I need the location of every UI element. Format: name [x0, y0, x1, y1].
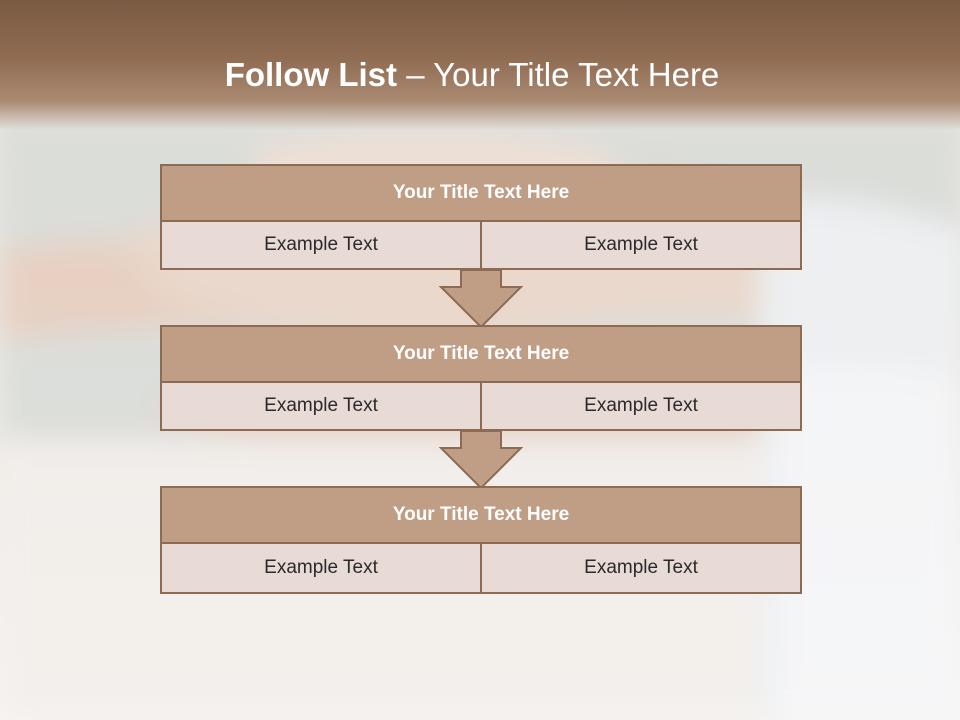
header-band	[0, 0, 960, 130]
block-right-text: Example Text	[480, 220, 802, 270]
slide-title-rest: – Your Title Text Here	[397, 56, 720, 93]
block-title: Your Title Text Here	[160, 486, 802, 544]
block-right-text: Example Text	[480, 381, 802, 431]
block-right-text: Example Text	[480, 542, 802, 594]
block-left-text: Example Text	[160, 542, 482, 594]
block-title: Your Title Text Here	[160, 325, 802, 383]
block-left-text: Example Text	[160, 220, 482, 270]
block-title: Your Title Text Here	[160, 164, 802, 222]
down-arrow-icon	[438, 430, 524, 490]
down-arrow-icon	[438, 269, 524, 329]
block-left-text: Example Text	[160, 381, 482, 431]
slide-title-bold: Follow List	[224, 56, 398, 93]
slide-title: Follow List – Your Title Text Here	[0, 54, 944, 96]
